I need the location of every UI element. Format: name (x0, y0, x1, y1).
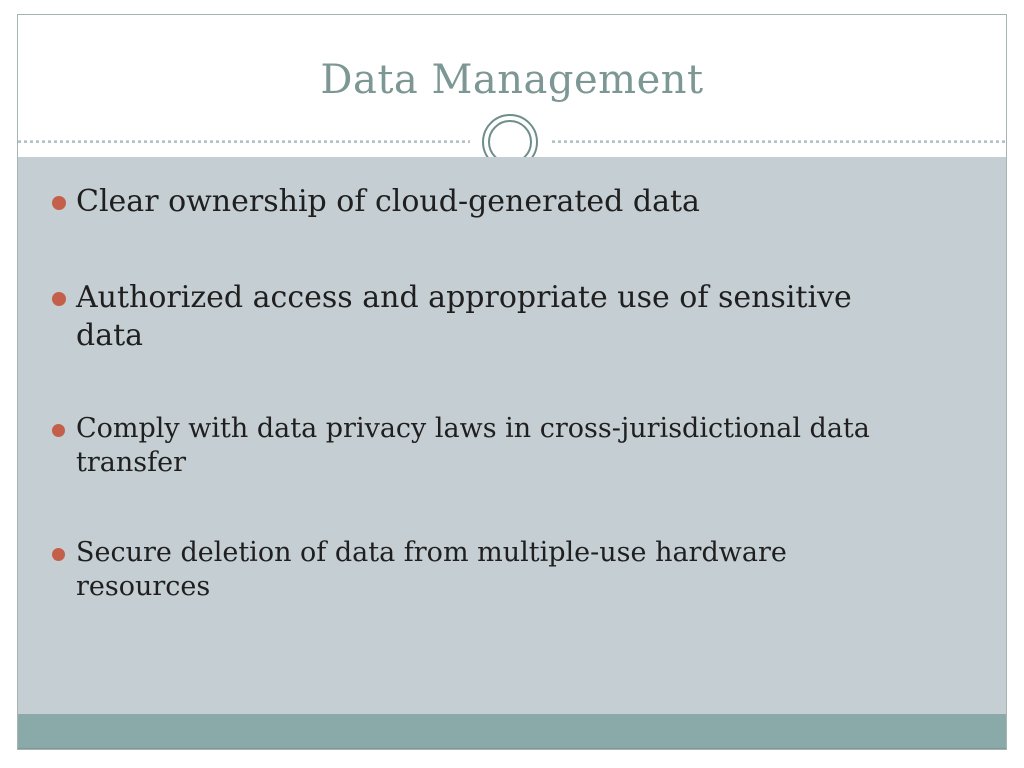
bullet-list: Clear ownership of cloud-generated data … (18, 157, 1006, 604)
footer-accent-band (18, 714, 1006, 749)
bullet-item-4: Secure deletion of data from multiple-us… (52, 536, 982, 604)
slide-body: Clear ownership of cloud-generated data … (18, 157, 1006, 714)
bullet-item-1: Clear ownership of cloud-generated data (52, 183, 982, 221)
slide-title: Data Management (320, 57, 704, 103)
bullet-item-3: Comply with data privacy laws in cross-j… (52, 412, 982, 480)
presentation-slide: Data Management Clear ownership of cloud… (17, 14, 1007, 750)
bullet-item-2: Authorized access and appropriate use of… (52, 279, 982, 355)
